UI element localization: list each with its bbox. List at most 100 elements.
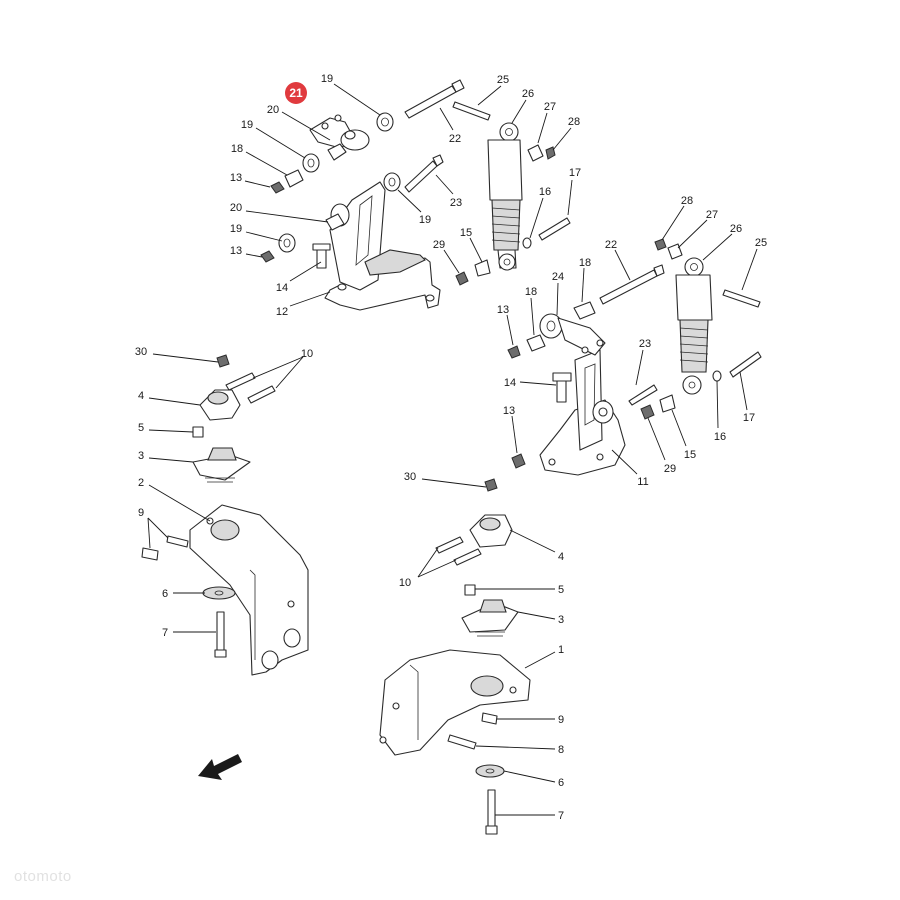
callout-c2: 2 bbox=[138, 477, 144, 489]
callout-c17a: 17 bbox=[569, 167, 581, 179]
callout-labels: 1920191813201913141225262227282319161715… bbox=[135, 73, 767, 822]
leader-line-c25b bbox=[741, 248, 758, 291]
callout-c19d: 19 bbox=[419, 214, 431, 226]
callout-c15a: 15 bbox=[460, 227, 472, 239]
leader-line-c13c bbox=[506, 314, 514, 346]
callout-c1: 1 bbox=[558, 644, 564, 656]
shock-absorber-left bbox=[455, 122, 556, 286]
callout-c28b: 28 bbox=[681, 195, 693, 207]
callout-c23b: 23 bbox=[639, 338, 651, 350]
leader-line-c30a bbox=[152, 353, 219, 363]
callout-c5a: 5 bbox=[138, 422, 144, 434]
leader-line-c22a bbox=[439, 107, 454, 131]
callout-c29b: 29 bbox=[664, 463, 676, 475]
callout-c16a: 16 bbox=[539, 186, 551, 198]
leader-line-c1 bbox=[524, 651, 556, 669]
badge-number: 21 bbox=[289, 86, 303, 100]
leader-line-c4b bbox=[509, 529, 556, 553]
leader-line-c5a bbox=[148, 429, 194, 433]
leader-line-c26a bbox=[511, 99, 527, 124]
cab-bracket-right bbox=[539, 349, 626, 476]
callout-c13c: 13 bbox=[497, 304, 509, 316]
leader-line-c3b bbox=[517, 611, 556, 620]
callout-c13b: 13 bbox=[230, 245, 242, 257]
leader-line-c16b bbox=[716, 380, 719, 429]
damper-top-right bbox=[435, 478, 519, 835]
leader-line-c22b bbox=[614, 249, 631, 281]
leader-line-c14b bbox=[519, 381, 557, 386]
leader-line-c29a bbox=[443, 249, 460, 274]
callout-c17b: 17 bbox=[743, 412, 755, 424]
leader-line-c4a bbox=[148, 397, 201, 406]
bolts-top bbox=[404, 79, 762, 406]
callout-c3a: 3 bbox=[138, 450, 144, 462]
callout-c25a: 25 bbox=[497, 74, 509, 86]
leader-line-c9a bbox=[147, 517, 169, 539]
callout-c10b: 10 bbox=[399, 577, 411, 589]
mounting-bracket-left bbox=[189, 504, 309, 676]
leader-line-c11 bbox=[611, 449, 638, 475]
leader-line-c6b bbox=[503, 770, 556, 783]
leader-line-c10a bbox=[252, 356, 304, 379]
callout-c12: 12 bbox=[276, 306, 288, 318]
callout-c16b: 16 bbox=[714, 431, 726, 443]
leader-line-c20b bbox=[245, 210, 329, 223]
mounting-bracket-right bbox=[379, 649, 531, 756]
leader-line-c25a bbox=[477, 85, 502, 106]
callout-c28a: 28 bbox=[568, 116, 580, 128]
callout-c13a: 13 bbox=[230, 172, 242, 184]
leader-line-c14a bbox=[289, 261, 322, 282]
leader-line-c8 bbox=[475, 745, 556, 750]
callout-c6a: 6 bbox=[162, 588, 168, 600]
watermark: otomoto bbox=[14, 868, 72, 885]
callout-c5b: 5 bbox=[558, 584, 564, 596]
leader-line-c15b bbox=[671, 409, 687, 447]
arrow-icon bbox=[198, 754, 242, 780]
callout-c23a: 23 bbox=[450, 197, 462, 209]
callout-c26a: 26 bbox=[522, 88, 534, 100]
callout-c9a: 9 bbox=[138, 507, 144, 519]
leader-line-c10b bbox=[417, 559, 457, 578]
leader-line-c27a bbox=[537, 112, 548, 144]
leader-line-c24 bbox=[556, 282, 559, 316]
callout-c30a: 30 bbox=[135, 346, 147, 358]
callout-c18c: 18 bbox=[525, 286, 537, 298]
cab-bracket-left bbox=[324, 181, 441, 311]
callout-c4a: 4 bbox=[138, 390, 144, 402]
leader-line-c18b bbox=[581, 267, 585, 303]
callout-c27a: 27 bbox=[544, 101, 556, 113]
callout-c20b: 20 bbox=[230, 202, 242, 214]
leader-line-c28a bbox=[552, 127, 572, 151]
callout-c3b: 3 bbox=[558, 614, 564, 626]
leader-line-c9a bbox=[147, 517, 151, 549]
leader-line-c23a bbox=[435, 174, 454, 195]
leader-line-c15a bbox=[469, 237, 483, 263]
leader-line-c17a bbox=[567, 179, 573, 216]
leader-line-c10b bbox=[417, 547, 439, 578]
callout-c9b: 9 bbox=[558, 714, 564, 726]
callout-c19a: 19 bbox=[321, 73, 333, 85]
leader-line-c19b bbox=[255, 127, 306, 159]
callout-c14a: 14 bbox=[276, 282, 288, 294]
leader-line-c29b bbox=[647, 417, 666, 461]
callout-c14b: 14 bbox=[504, 377, 516, 389]
leader-line-c18c bbox=[530, 297, 535, 336]
callout-c18a: 18 bbox=[231, 143, 243, 155]
callout-c6b: 6 bbox=[558, 777, 564, 789]
leader-line-c30b bbox=[421, 478, 487, 488]
leader-line-c27b bbox=[677, 219, 708, 249]
callout-c27b: 27 bbox=[706, 209, 718, 221]
rubber-bush-right bbox=[507, 301, 606, 469]
callout-c30b: 30 bbox=[404, 471, 416, 483]
leader-line-c13d bbox=[511, 415, 518, 454]
leader-line-c23b bbox=[635, 349, 644, 386]
leader-lines bbox=[147, 83, 758, 816]
leader-line-c19d bbox=[397, 189, 422, 213]
callout-c13d: 13 bbox=[503, 405, 515, 417]
highlight-badge: 21 bbox=[285, 82, 307, 104]
shock-absorber-right bbox=[640, 238, 722, 420]
callout-c20a: 20 bbox=[267, 104, 279, 116]
badge-circle bbox=[285, 82, 307, 104]
